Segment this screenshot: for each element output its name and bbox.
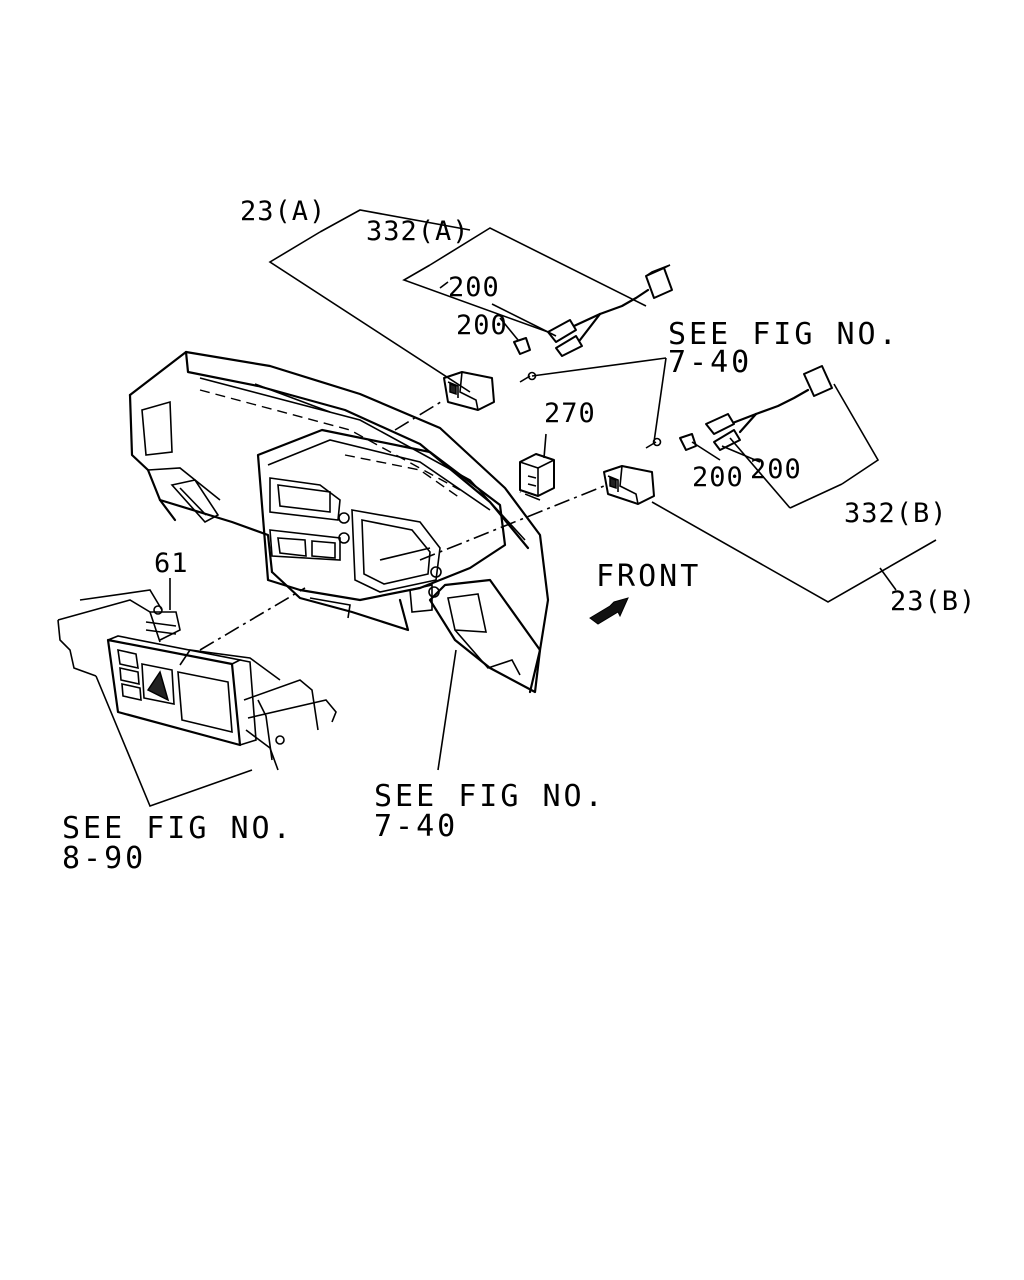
callout-270: 270 — [544, 398, 596, 429]
ref-left-line2: 8-90 — [62, 841, 146, 876]
ref-mid-line2: 7-40 — [374, 809, 458, 844]
ref-left-line1: SEE FIG NO. — [62, 811, 294, 846]
center-bezel-61 — [57, 589, 337, 771]
ref-top-line2: 7-40 — [668, 345, 752, 380]
callout-200-b1: 200 — [692, 462, 744, 493]
callout-332a: 332(A) — [366, 216, 470, 247]
callout-23a: 23(A) — [240, 196, 326, 227]
callout-23b: 23(B) — [890, 586, 976, 617]
callout-61: 61 — [154, 548, 189, 579]
front-label: FRONT — [596, 559, 701, 594]
instrument-panel — [128, 350, 550, 694]
harness-332a — [513, 264, 673, 357]
vent-23b — [603, 465, 655, 505]
ref-top-line1: SEE FIG NO. — [668, 317, 900, 352]
callout-200-a2: 200 — [456, 310, 508, 341]
switch-270 — [519, 453, 555, 497]
arrow-icon — [589, 597, 629, 625]
screw-a — [519, 371, 537, 383]
callout-200-b2: 200 — [750, 454, 802, 485]
screw-b — [645, 437, 662, 449]
callout-332b: 332(B) — [844, 498, 948, 529]
harness-332b — [679, 365, 833, 451]
ref-mid-line1: SEE FIG NO. — [374, 779, 606, 814]
callout-200-a1: 200 — [448, 272, 500, 303]
leader-lines — [95, 209, 937, 808]
